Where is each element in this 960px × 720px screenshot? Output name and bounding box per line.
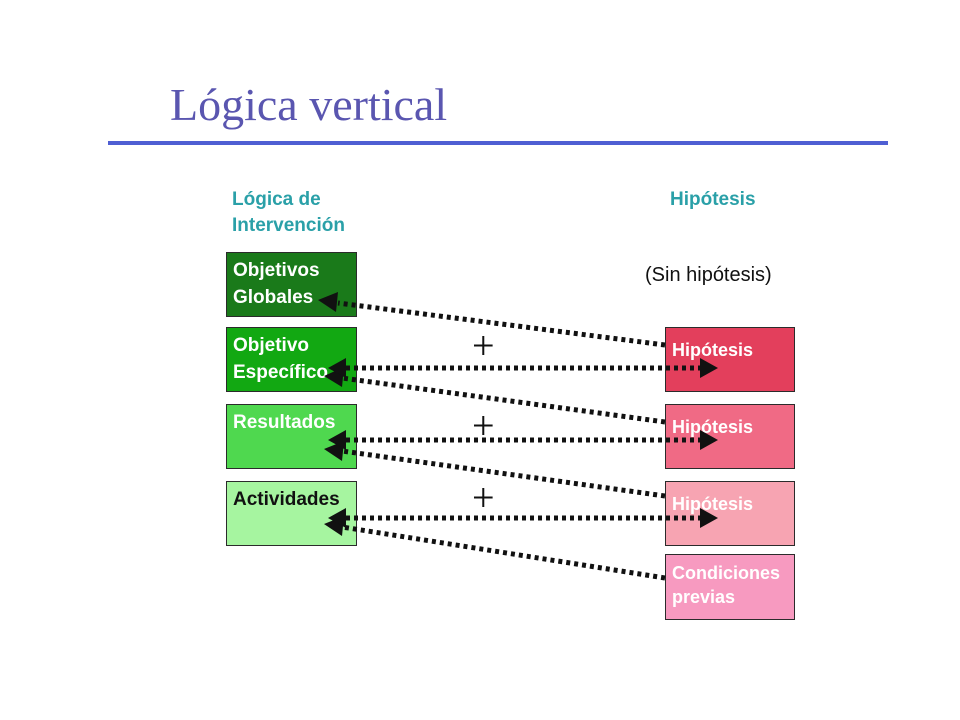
arrowhead-objetivos-globales: [318, 292, 338, 312]
arrow-hipotesis3-to-resultados: [341, 448, 666, 499]
plus-sign-2: +: [472, 403, 495, 448]
arrow-hipotesis1-to-objetivos-globales: [337, 300, 666, 348]
left-column-header: Lógica de Intervención: [232, 189, 345, 236]
box-hipotesis-2: Hipótesis: [665, 404, 795, 469]
box-objetivos-globales: Objetivos Globales: [226, 252, 357, 317]
box-condiciones-previas: Condiciones previas: [665, 554, 795, 620]
no-hypothesis-label: (Sin hipótesis): [645, 264, 772, 286]
right-column-header: Hipótesis: [670, 189, 756, 210]
box-hipotesis-3: Hipótesis: [665, 481, 795, 546]
arrowhead-resultados-right: [700, 430, 718, 450]
title-underline: [108, 141, 888, 145]
plus-sign-1: +: [472, 323, 495, 368]
box-actividades: Actividades: [226, 481, 357, 546]
arrowhead-actividades-right: [700, 508, 718, 528]
arrowhead-especifico-left: [328, 358, 346, 378]
arrow-condiciones-to-actividades: [341, 524, 666, 581]
arrow-hipotesis2-to-objetivo-especifico: [341, 375, 666, 425]
plus-sign-3: +: [472, 475, 495, 520]
arrowhead-actividades-left: [328, 508, 346, 528]
box-hipotesis-1: Hipótesis: [665, 327, 795, 392]
box-objetivo-especifico: Objetivo Específico: [226, 327, 357, 392]
arrowhead-resultados-left: [328, 430, 346, 450]
arrowhead-especifico-right: [700, 358, 718, 378]
page-title: Lógica vertical: [170, 79, 448, 130]
